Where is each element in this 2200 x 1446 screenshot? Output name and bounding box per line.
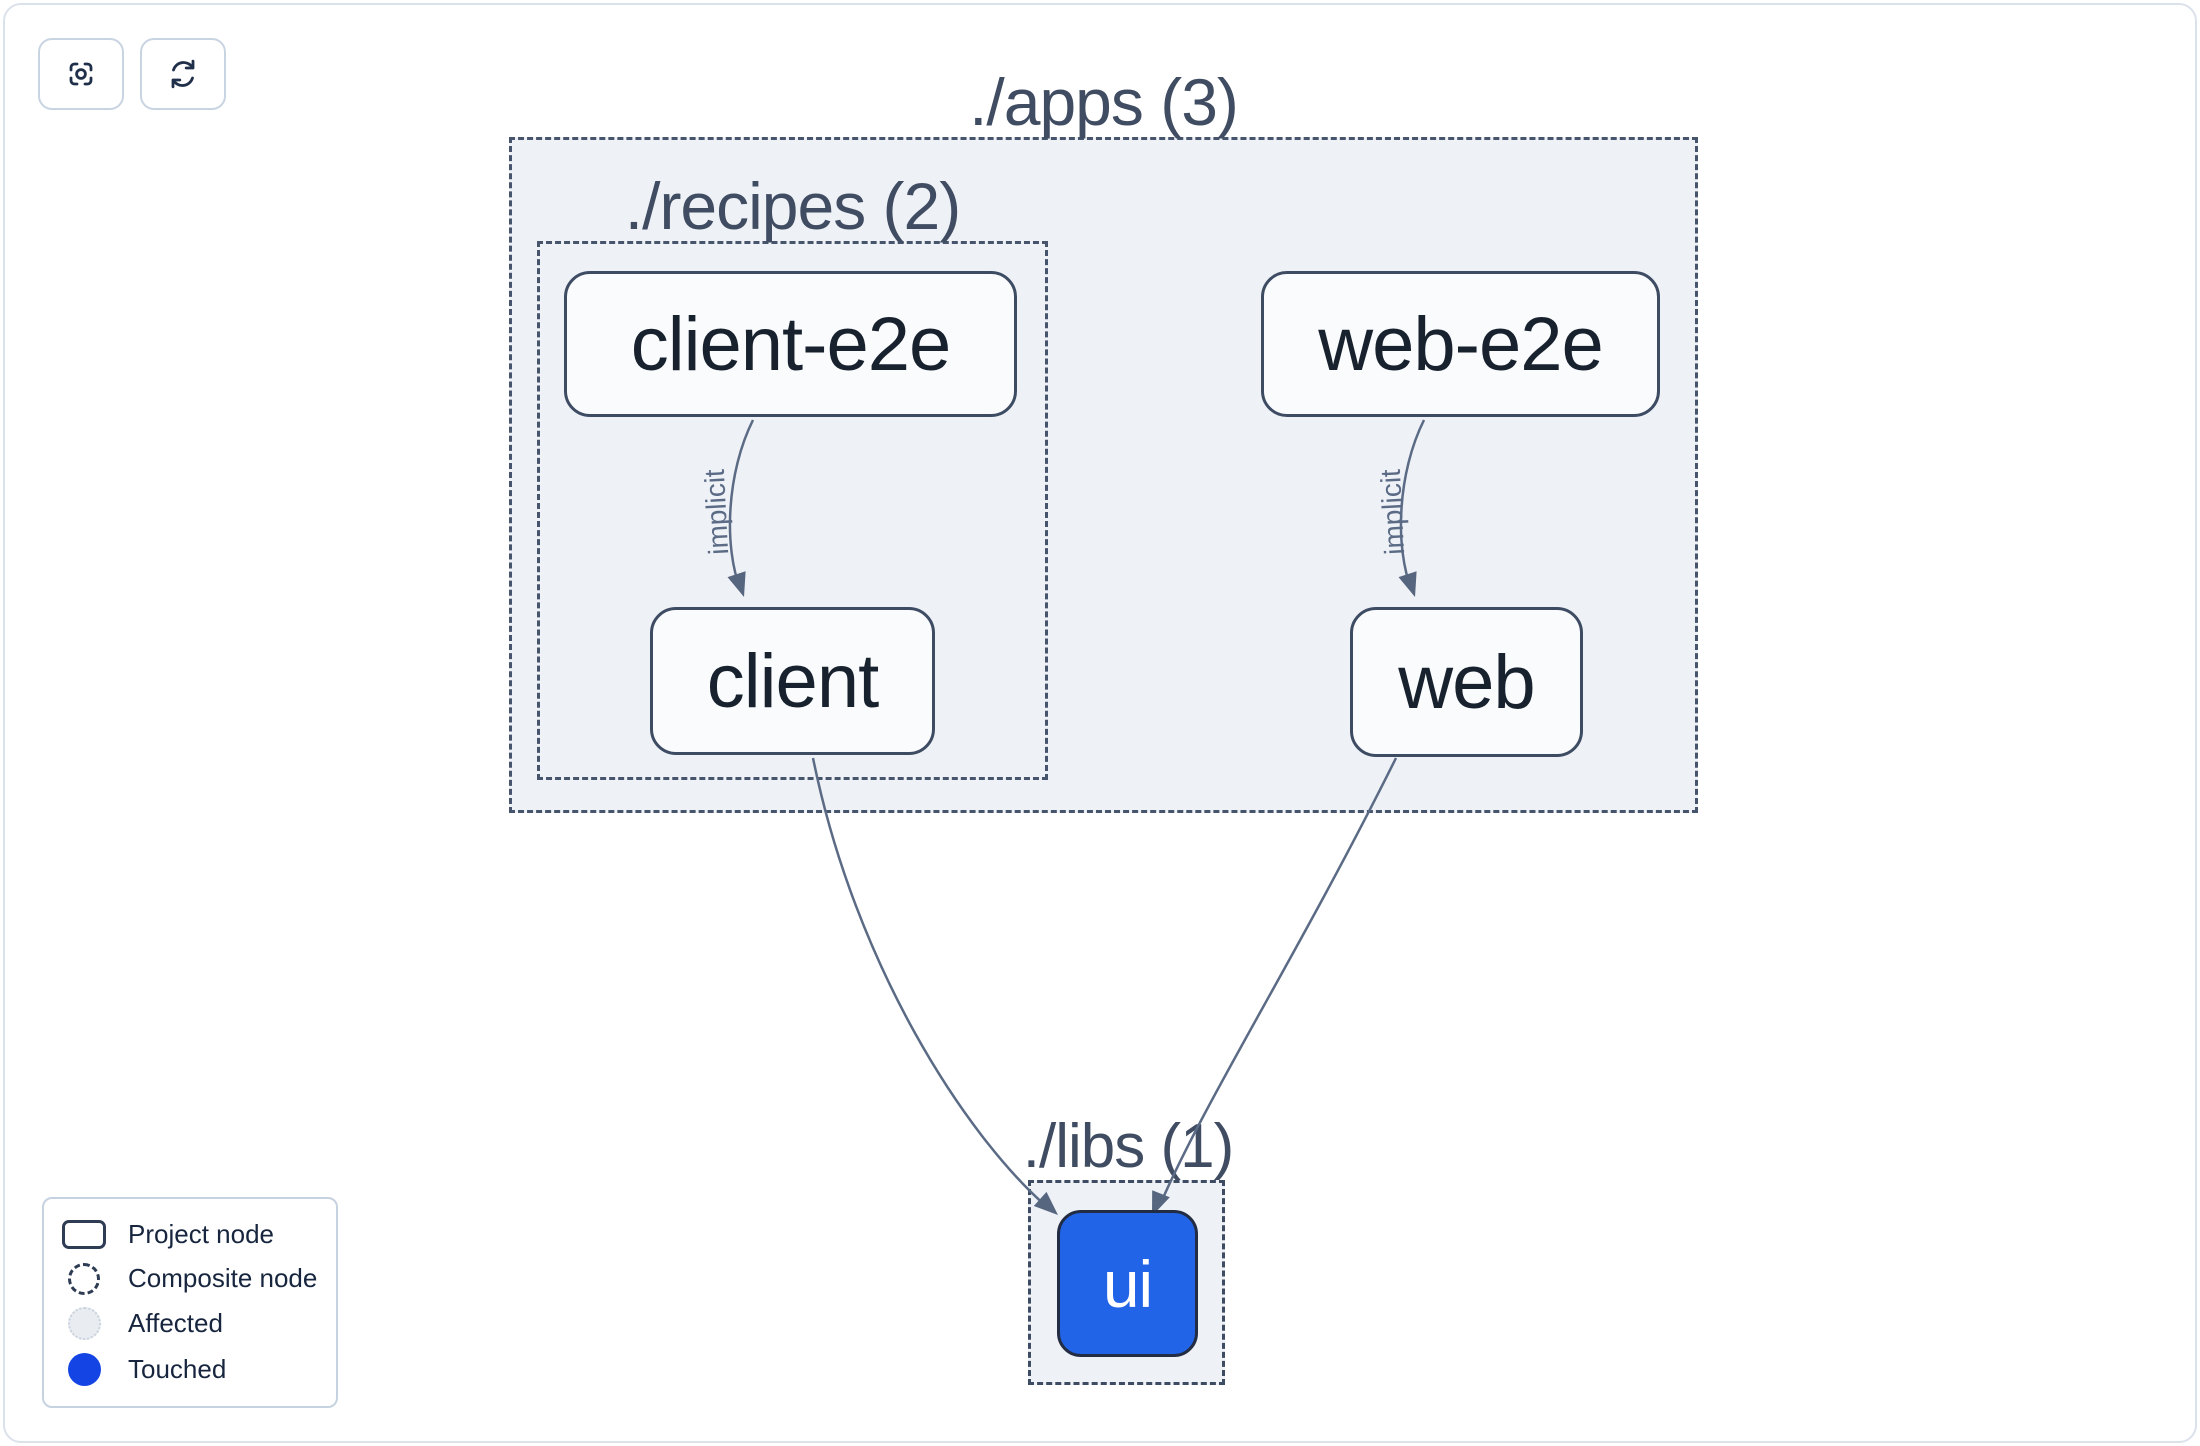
node-label: client <box>706 638 879 724</box>
focus-icon <box>61 54 101 94</box>
edge-web-ui <box>1158 757 1398 1206</box>
refresh-button[interactable] <box>140 38 226 110</box>
group-recipes[interactable] <box>537 241 1048 780</box>
legend: Project node Composite node Affected Tou… <box>42 1197 338 1408</box>
legend-label: Touched <box>128 1353 227 1384</box>
edge-label-implicit: implicit <box>698 468 735 556</box>
node-label: web-e2e <box>1318 301 1604 387</box>
arrowhead <box>1398 571 1417 597</box>
legend-label: Project node <box>128 1219 274 1250</box>
node-web-e2e[interactable]: web-e2e <box>1261 271 1660 417</box>
project-node-swatch <box>62 1220 106 1250</box>
edge-client-ui <box>811 757 1048 1208</box>
group-recipes-title: ./recipes (2) <box>624 169 961 243</box>
node-label: ui <box>1102 1246 1153 1321</box>
node-client[interactable]: client <box>650 607 935 755</box>
node-label: web <box>1398 639 1535 725</box>
legend-row-project-node: Project node <box>58 1219 322 1250</box>
arrowhead <box>727 571 746 597</box>
group-apps-title: ./apps (3) <box>969 65 1239 139</box>
legend-row-composite-node: Composite node <box>58 1262 322 1295</box>
legend-label: Composite node <box>128 1263 318 1294</box>
affected-swatch <box>67 1307 101 1341</box>
touched-swatch <box>67 1352 101 1386</box>
edge-label-implicit: implicit <box>1374 468 1411 556</box>
node-label: client-e2e <box>630 301 952 387</box>
legend-row-touched: Touched <box>58 1352 322 1386</box>
legend-row-affected: Affected <box>58 1307 322 1341</box>
arrowhead <box>1033 1191 1058 1215</box>
node-ui[interactable]: ui <box>1057 1210 1198 1357</box>
focus-button[interactable] <box>38 38 124 110</box>
refresh-icon <box>163 54 203 94</box>
node-client-e2e[interactable]: client-e2e <box>564 271 1017 417</box>
node-web[interactable]: web <box>1350 607 1583 757</box>
arrowhead <box>1152 1190 1170 1216</box>
edge-client-e2e-client <box>728 419 755 592</box>
edge-web-e2e-web <box>1399 419 1426 592</box>
legend-label: Affected <box>128 1308 223 1339</box>
composite-node-swatch <box>68 1262 100 1295</box>
